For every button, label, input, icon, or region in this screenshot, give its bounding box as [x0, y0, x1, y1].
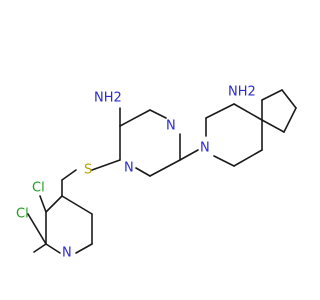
atom-label-chlorine: Cl: [16, 207, 29, 222]
bond: [261, 119, 285, 133]
bond: [75, 243, 93, 254]
atom-label-sulfur: S: [84, 163, 92, 178]
atom-label-nitrogen: N: [124, 161, 134, 176]
bond: [61, 195, 93, 215]
bond: [283, 107, 297, 133]
atom-label-nitrogen: N: [62, 246, 72, 261]
bond: [281, 89, 297, 109]
atom-label-nitrogen: N: [200, 141, 210, 156]
molecule-structure: Cl Cl S N N N NH2 N NH2: [16, 85, 297, 261]
atom-label-amine: NH2: [228, 85, 256, 100]
bond-layer: [27, 89, 297, 254]
bond: [61, 169, 77, 181]
atom-label-amine: NH2: [94, 91, 122, 106]
bond: [27, 213, 47, 245]
bond: [149, 159, 181, 177]
bond: [261, 89, 283, 101]
bond: [135, 167, 151, 177]
bond: [149, 109, 167, 119]
bond: [233, 103, 263, 121]
bond: [45, 195, 63, 213]
atom-label-chlorine: Cl: [32, 181, 45, 196]
bond: [233, 149, 263, 167]
bond: [205, 103, 235, 119]
atom-labels: Cl Cl S N N N NH2 N NH2: [16, 85, 256, 261]
bond: [119, 109, 151, 127]
bond: [39, 195, 47, 213]
atom-label-nitrogen: N: [166, 119, 176, 134]
bond: [91, 159, 121, 171]
bond: [213, 155, 235, 167]
bond: [45, 243, 61, 254]
bond: [179, 149, 199, 161]
bond: [33, 243, 47, 253]
